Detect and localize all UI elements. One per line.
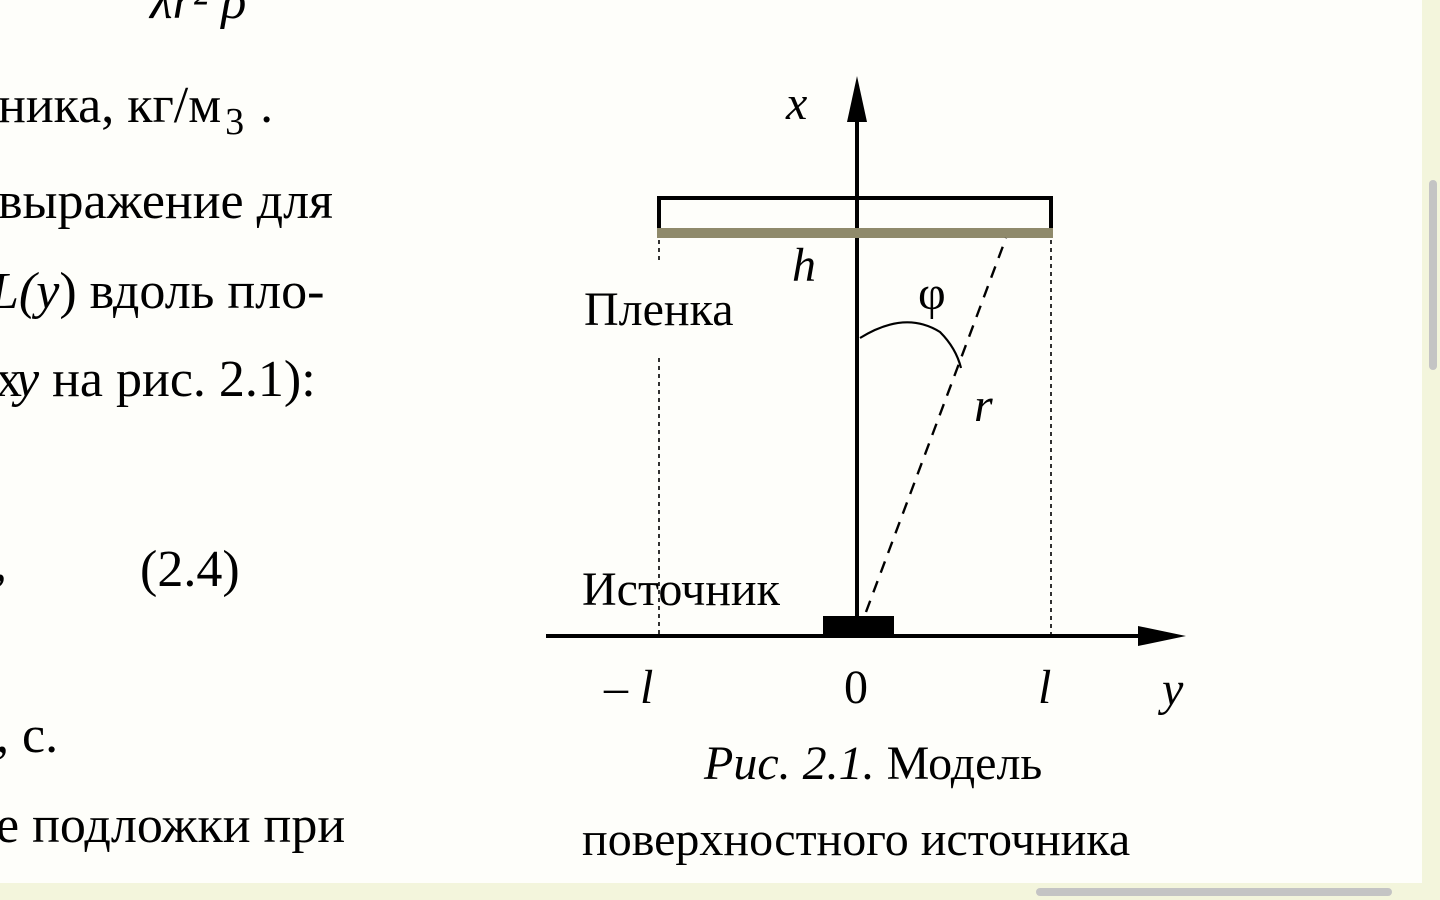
superscript-3: 3 — [225, 101, 245, 143]
figure-caption-line-2: поверхностного источника — [582, 813, 1131, 866]
axis-y-label: y — [1162, 663, 1184, 716]
radius-dashed-line — [864, 237, 1008, 613]
label-phi: φ — [918, 267, 946, 320]
caption-figure-number: Рис. 2.1. — [704, 737, 875, 790]
text-L-func: L( — [0, 263, 37, 320]
film-holder-bracket — [657, 196, 1053, 232]
text-along: ) вдоль пло- — [59, 263, 325, 320]
equation-number: (2.4) — [140, 540, 240, 600]
text-fig-ref: на рис. 2.1): — [39, 351, 316, 408]
document-page: λr² ρ ника, кг/м3 . выражение для L(y) в… — [0, 0, 1422, 883]
tick-l: l — [1038, 661, 1052, 714]
text-line-7: е подложки при — [0, 796, 345, 856]
figure-caption-line-1: Рис. 2.1. Модель — [704, 736, 1042, 792]
horizontal-scrollbar-thumb[interactable] — [1036, 888, 1392, 896]
equation-number-text: (2.4) — [140, 541, 240, 598]
vertical-scrollbar-thumb[interactable] — [1429, 180, 1437, 370]
text-line-2: выражение для — [0, 172, 333, 232]
label-r: r — [974, 379, 993, 432]
text-units: ника, кг/м — [0, 77, 222, 134]
text-var-y-2: y — [16, 351, 40, 408]
label-film: Пленка — [584, 283, 734, 336]
source-block — [823, 616, 894, 636]
text-var-y: y — [36, 263, 60, 320]
figure-diagram — [546, 76, 1186, 646]
comma-text: , — [0, 535, 7, 592]
text-line-3: L(y) вдоль пло- — [0, 262, 324, 322]
equation-comma: , — [0, 534, 7, 594]
tick-neg-l: – l — [604, 661, 654, 714]
angle-arc — [859, 321, 963, 369]
text-period: . — [247, 77, 274, 134]
film-strip — [657, 228, 1053, 238]
text-line-6: , с. — [0, 706, 58, 766]
label-source: Источник — [582, 563, 780, 616]
axis-x-label: x — [786, 77, 808, 130]
figure-2-1: x h φ r Пленка Источник – l 0 l y Рис. 2… — [546, 76, 1186, 866]
text-substrate: е подложки при — [0, 797, 346, 854]
y-axis-arrow — [1138, 626, 1186, 646]
text-seconds: , с. — [0, 707, 59, 764]
text-line-0: λr² ρ — [150, 0, 246, 32]
text-line-4: хy на рис. 2.1): — [0, 350, 316, 410]
tick-zero: 0 — [844, 661, 868, 714]
label-h: h — [792, 239, 816, 292]
x-axis-arrow — [847, 76, 867, 122]
caption-title-part-1: Модель — [874, 737, 1043, 790]
formula-fragment: λr² ρ — [150, 0, 247, 30]
text-expression: выражение для — [0, 173, 333, 230]
